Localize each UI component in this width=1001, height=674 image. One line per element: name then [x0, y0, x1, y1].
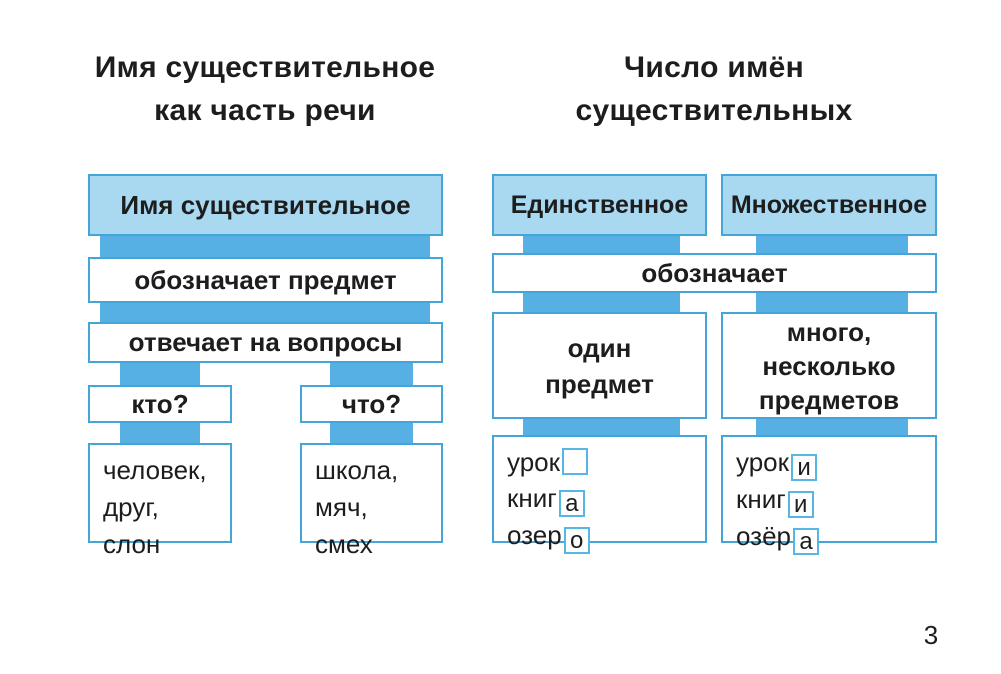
left-title-line2: как часть речи: [154, 94, 376, 127]
ending-box: и: [787, 491, 814, 518]
connector: [100, 301, 430, 324]
ending-box: и: [791, 454, 818, 481]
ending-box: а: [793, 528, 820, 555]
connector: [120, 361, 200, 387]
connector: [756, 291, 908, 314]
right-title-line1: Число имён: [624, 51, 804, 84]
what-question-box: что?: [300, 385, 443, 423]
noun-root-box: Имя существительное: [88, 174, 443, 236]
example-word: слон: [103, 529, 161, 559]
connector: [523, 417, 680, 437]
who-question-box: кто?: [88, 385, 232, 423]
example-word: смех: [315, 529, 373, 559]
denotes-object-label: обозначает предмет: [134, 264, 397, 295]
word-stem: озёр: [736, 521, 792, 551]
word-stem: урок: [507, 447, 561, 477]
meaning-line: предмет: [545, 368, 654, 399]
answers-questions-box: отвечает на вопросы: [88, 322, 443, 363]
denotes-label: обозначает: [641, 257, 788, 288]
noun-root-label: Имя существительное: [120, 189, 411, 220]
connector: [523, 234, 680, 255]
example-word: человек,: [103, 455, 207, 485]
denotes-box: обозначает: [492, 253, 937, 293]
who-question-label: кто?: [131, 388, 189, 419]
left-title-line1: Имя существительное: [94, 51, 436, 84]
connector: [523, 291, 680, 314]
word-stem: урок: [736, 447, 790, 477]
connector: [330, 361, 413, 387]
left-diagram-title: Имя существительное как часть речи: [60, 46, 470, 132]
singular-header-label: Единственное: [510, 190, 689, 219]
plural-header-box: Множественное: [721, 174, 937, 236]
meaning-line: много,: [786, 316, 872, 347]
example-word: школа,: [315, 455, 399, 485]
what-examples-box: школа, мяч, смех: [300, 443, 443, 559]
connector: [756, 417, 908, 437]
page-number: 3: [923, 620, 939, 650]
word-stem: книг: [736, 484, 786, 514]
right-title-line2: существительных: [575, 94, 853, 127]
meaning-line: несколько: [762, 350, 896, 381]
meaning-line: предметов: [758, 384, 900, 415]
word-stem: озер: [507, 520, 562, 550]
plural-header-label: Множественное: [730, 190, 928, 219]
answers-questions-label: отвечает на вопросы: [128, 327, 403, 357]
meaning-line: один: [567, 332, 632, 363]
many-objects-box: много, несколько предметов: [721, 312, 937, 419]
one-object-box: один предмет: [492, 312, 707, 419]
connector: [120, 421, 200, 445]
connector: [756, 234, 908, 255]
ending-box: о: [563, 527, 590, 554]
word-stem: книг: [507, 483, 557, 513]
ending-box: а: [558, 490, 585, 517]
connector: [100, 234, 430, 259]
what-question-label: что?: [341, 388, 402, 419]
ending-box: [562, 448, 589, 475]
right-diagram-title: Число имён существительных: [539, 46, 889, 132]
singular-header-box: Единственное: [492, 174, 707, 236]
example-word: друг,: [103, 492, 159, 522]
example-word: мяч,: [315, 492, 368, 522]
denotes-object-box: обозначает предмет: [88, 257, 443, 303]
example-word: урок: [507, 444, 701, 480]
who-examples-box: человек, друг, слон: [88, 443, 232, 559]
connector: [330, 421, 413, 445]
